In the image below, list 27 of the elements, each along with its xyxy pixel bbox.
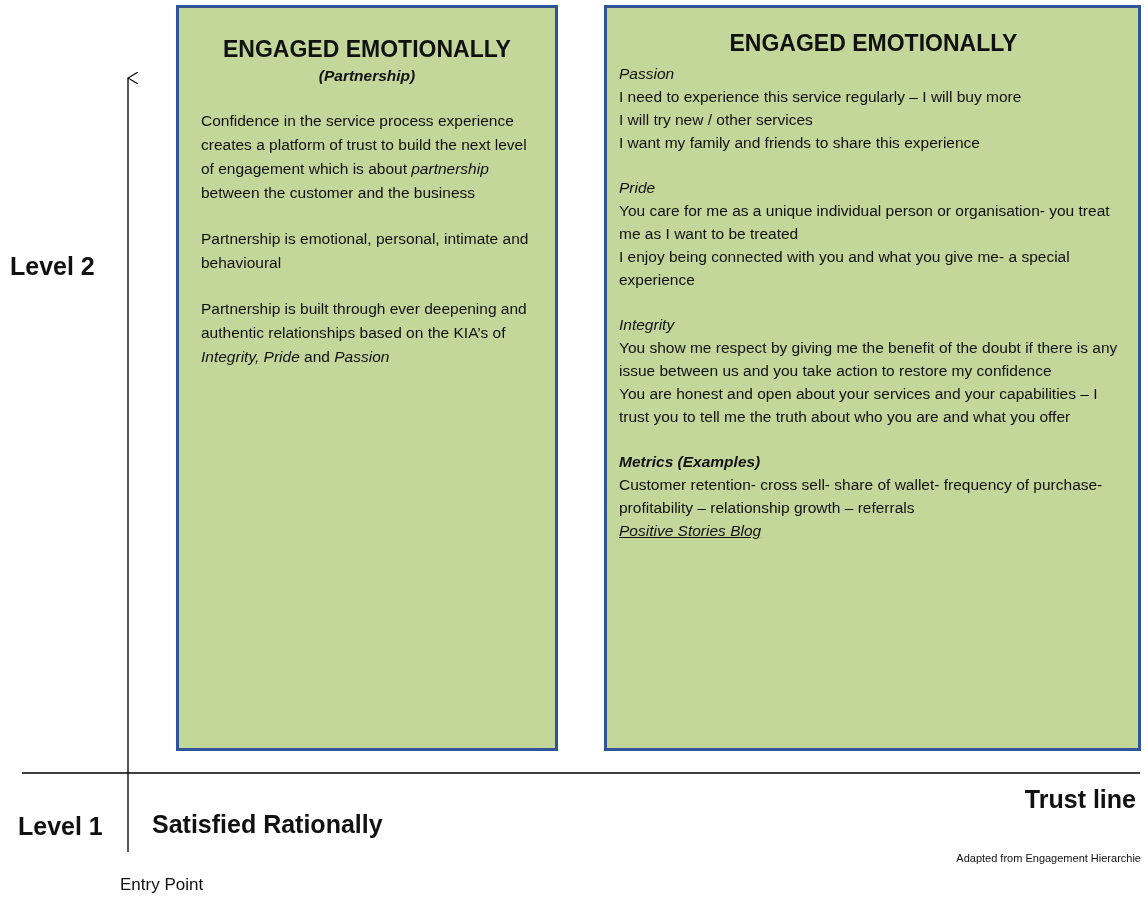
text-panel	[176, 5, 558, 751]
paragraph: I enjoy being connected with you and what you give me- a special experience	[619, 247, 1071, 290]
source-note: Adapted from Engagement Hierarchie	[956, 852, 1141, 864]
panel-heading: ENGAGED EMOTIONALLY	[728, 29, 1019, 58]
paragraph: Partnership is built through ever deepening and authentic relationships based on the KIA’s of Integrity, Pride and Passion	[201, 299, 528, 367]
paragraph: You show me respect by giving me the benefit of the doubt if there is any issue between us and you take action to restore my confidence	[619, 338, 1119, 381]
panel-heading: ENGAGED EMOTIONALLY	[222, 35, 512, 64]
panel-subheading: (Partnership)	[317, 66, 417, 86]
paragraph: Partnership is emotional, personal, intimate and behavioural	[201, 229, 530, 273]
axis-label: Entry Point	[120, 875, 204, 895]
paragraph: Confidence in the service process experience creates a platform of trust to build the next level of engagement which is about partnership between the customer and the business	[201, 111, 528, 203]
paragraph: You care for me as a unique individual person or organisation- you treat me as I want to be treated	[619, 201, 1111, 244]
paragraph: I will try new / other services	[619, 110, 814, 130]
section-heading: Passion	[619, 64, 676, 84]
paragraph: I want my family and friends to share this experience	[619, 133, 981, 153]
axis-label: Level 2	[10, 252, 95, 281]
section-heading: Pride	[619, 178, 657, 198]
section-heading: Metrics (Examples)	[619, 452, 762, 472]
section-heading: Integrity	[619, 315, 676, 335]
line-label: Trust line	[1024, 785, 1136, 814]
paragraph: You are honest and open about your services and your capabilities – I trust you to tell me the truth about who you are and what you offer	[619, 384, 1099, 427]
link: Positive Stories Blog	[619, 521, 762, 541]
paragraph: Customer retention- cross sell- share of wallet- frequency of purchase- profitability – relationship growth – referrals	[619, 475, 1104, 518]
level-label: Satisfied Rationally	[152, 810, 383, 839]
text-panel	[604, 5, 1141, 751]
paragraph: I need to experience this service regularly – I will buy more	[619, 87, 1023, 107]
axis-label: Level 1	[18, 812, 103, 841]
